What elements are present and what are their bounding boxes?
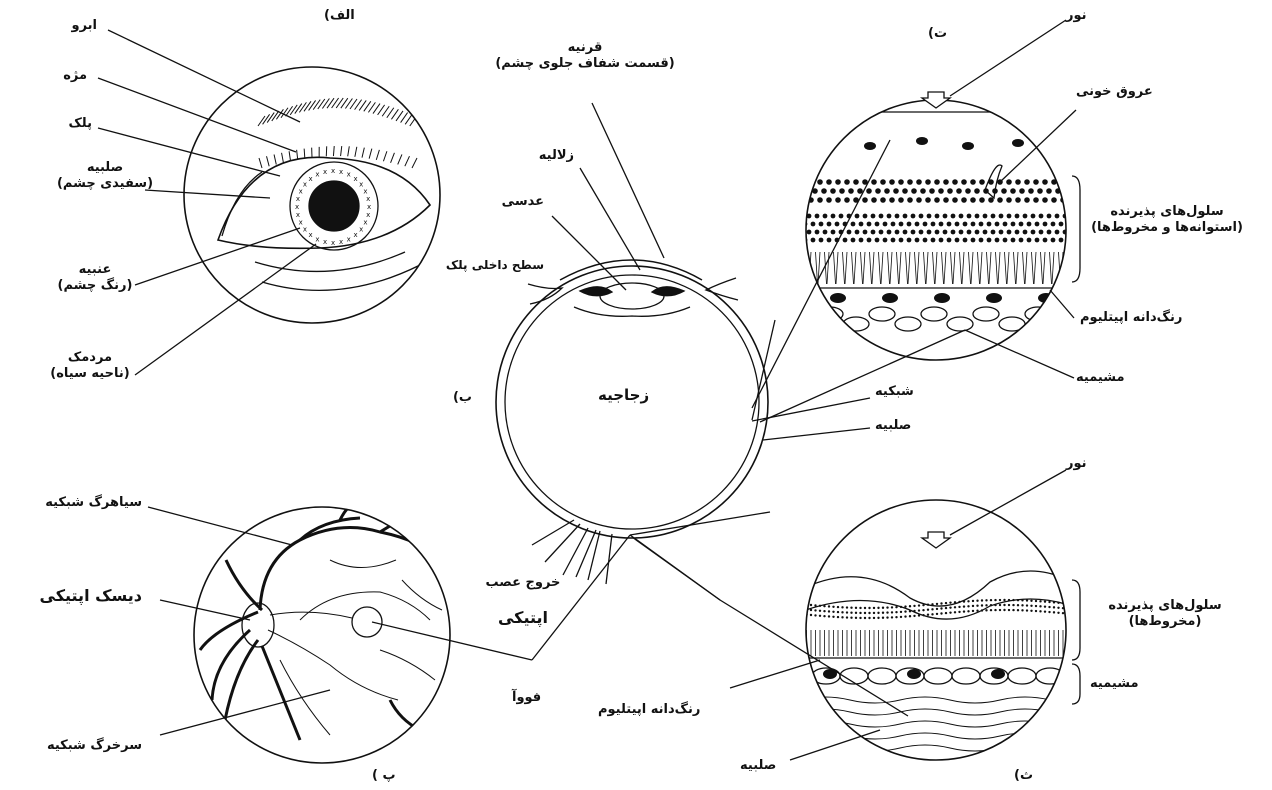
lens-label: عدسی	[502, 194, 544, 210]
receptors-t-title: سلول‌های پذیرنده	[1082, 204, 1252, 220]
choroid-t-label: مشیمیه	[1076, 370, 1125, 386]
retinal-artery-label: سرخرگ شبکیه	[47, 738, 142, 754]
svg-text:x: x	[303, 225, 307, 233]
retina-layers-panel	[799, 20, 1080, 378]
fovea-label: فووآ	[512, 690, 541, 706]
link-to-panel-t	[760, 330, 965, 422]
svg-text:x: x	[315, 235, 319, 243]
fundus-panel	[148, 504, 450, 763]
choroid-th-label: مشیمیه	[1090, 676, 1139, 692]
svg-text:x: x	[363, 219, 367, 227]
lens-drawing	[600, 283, 664, 309]
panel-t-marker: ت)	[928, 26, 947, 42]
cornea-desc: (قسمت شفاف جلوی چشم)	[485, 56, 685, 72]
eyebrow-label: ابرو	[71, 18, 97, 34]
fovea-layers-panel	[730, 470, 1100, 760]
panel-th-marker: ث)	[1014, 768, 1033, 784]
eyelash-drawing	[259, 146, 417, 168]
sclera-th-label: صلبیه	[740, 758, 776, 774]
pupil-title: مردمک	[30, 350, 150, 366]
svg-text:x: x	[299, 219, 303, 227]
sclera-fibers-drawing	[800, 697, 1100, 751]
receptors-th-desc: (مخروط‌ها)	[1090, 614, 1240, 630]
receptors-t-desc: (استوانه‌ها و مخروط‌ها)	[1082, 220, 1252, 236]
svg-text:x: x	[296, 195, 300, 203]
svg-text:x: x	[366, 195, 370, 203]
light-arrow-icon	[922, 92, 950, 108]
aqueous-label: زلالیه	[539, 148, 574, 164]
rods-and-cones-drawing	[800, 252, 1070, 284]
pupil-label: مردمک (ناحیه سیاه)	[30, 350, 150, 383]
svg-text:x: x	[323, 238, 327, 246]
panel-p-marker: پ )	[372, 768, 396, 784]
svg-text:x: x	[339, 168, 343, 176]
inner-eyelid-label: سطح داخلی پلک	[446, 258, 544, 273]
svg-text:x: x	[315, 171, 319, 179]
iris-title: عنبیه	[45, 262, 145, 278]
sclera-b-label: صلبیه	[875, 418, 911, 434]
rpe-th-label: رنگ‌دانه اپیتلیوم	[598, 702, 700, 718]
fovea-pigment-drawing	[812, 668, 1064, 684]
svg-text:x: x	[339, 238, 343, 246]
retinal-vein-label: سیاهرگ شبکیه	[45, 495, 142, 511]
pigment-epithelium-drawing	[817, 293, 1054, 331]
sclera-a-label: صلبیه (سفیدی چشم)	[55, 160, 155, 193]
cornea-label: قرنیه (قسمت شفاف جلوی چشم)	[485, 40, 685, 73]
panel-b-marker: ب)	[453, 390, 472, 406]
svg-text:x: x	[299, 187, 303, 195]
lid-upper-left	[528, 284, 562, 304]
fovea-light-arrow-icon	[922, 532, 950, 548]
rpe-t-label: رنگ‌دانه اپیتلیوم	[1080, 310, 1182, 326]
eyebrow-drawing	[258, 98, 417, 126]
pupil-drawing	[309, 181, 359, 231]
lower-lid-crease	[255, 252, 405, 271]
eyelash-label: مژه	[63, 68, 87, 84]
eyeball-section-panel	[372, 103, 965, 716]
sclera-a-desc: (سفیدی چشم)	[55, 176, 155, 192]
light-t-label: نور	[1066, 8, 1087, 24]
svg-text:x: x	[347, 235, 351, 243]
svg-text:x: x	[295, 203, 299, 211]
retina-label: شبکیه	[875, 384, 914, 400]
link-to-panel-th	[630, 512, 770, 535]
receptors-t-label: سلول‌های پذیرنده (استوانه‌ها و مخروط‌ها)	[1082, 204, 1252, 237]
svg-text:x: x	[353, 175, 357, 183]
cornea-title: قرنیه	[485, 40, 685, 56]
receptors-th-label: سلول‌های پذیرنده (مخروط‌ها)	[1090, 598, 1240, 631]
pupil-desc: (ناحیه سیاه)	[30, 366, 150, 382]
svg-text:x: x	[303, 181, 307, 189]
panel-a-marker: الف)	[324, 8, 355, 24]
cornea-arc	[560, 260, 702, 280]
eyelid-label: پلک	[69, 116, 93, 132]
receptors-th-title: سلول‌های پذیرنده	[1090, 598, 1240, 614]
svg-text:x: x	[309, 231, 313, 239]
sclera-a-title: صلبیه	[55, 160, 155, 176]
svg-text:x: x	[323, 168, 327, 176]
receptor-bracket	[1072, 176, 1080, 282]
cone-cell-layers	[801, 599, 1069, 656]
svg-text:x: x	[353, 231, 357, 239]
svg-text:x: x	[331, 239, 335, 247]
light-th-label: نور	[1066, 456, 1087, 472]
optic-disc-label: دیسک اپتیکی	[40, 586, 143, 606]
optic-label: اپتیکی	[478, 608, 568, 628]
svg-text:x: x	[347, 171, 351, 179]
fovea-drawing	[352, 607, 382, 637]
svg-text:x: x	[309, 175, 313, 183]
inner-eyelid-curve	[222, 172, 262, 236]
svg-text:x: x	[359, 225, 363, 233]
vitreous-label: زجاجیه	[598, 386, 649, 405]
iris-desc: (رنگ چشم)	[45, 278, 145, 294]
retinal-capillaries	[268, 560, 442, 735]
iris-label: عنبیه (رنگ چشم)	[45, 262, 145, 295]
svg-text:x: x	[296, 211, 300, 219]
svg-text:x: x	[331, 167, 335, 175]
link-to-sclera	[630, 535, 908, 716]
svg-text:x: x	[367, 203, 371, 211]
optic-nerve-exit-label: خروج عصب	[478, 575, 568, 591]
blood-vessels-label: عروق خونی	[1076, 84, 1153, 100]
lid-upper-right	[706, 278, 738, 300]
